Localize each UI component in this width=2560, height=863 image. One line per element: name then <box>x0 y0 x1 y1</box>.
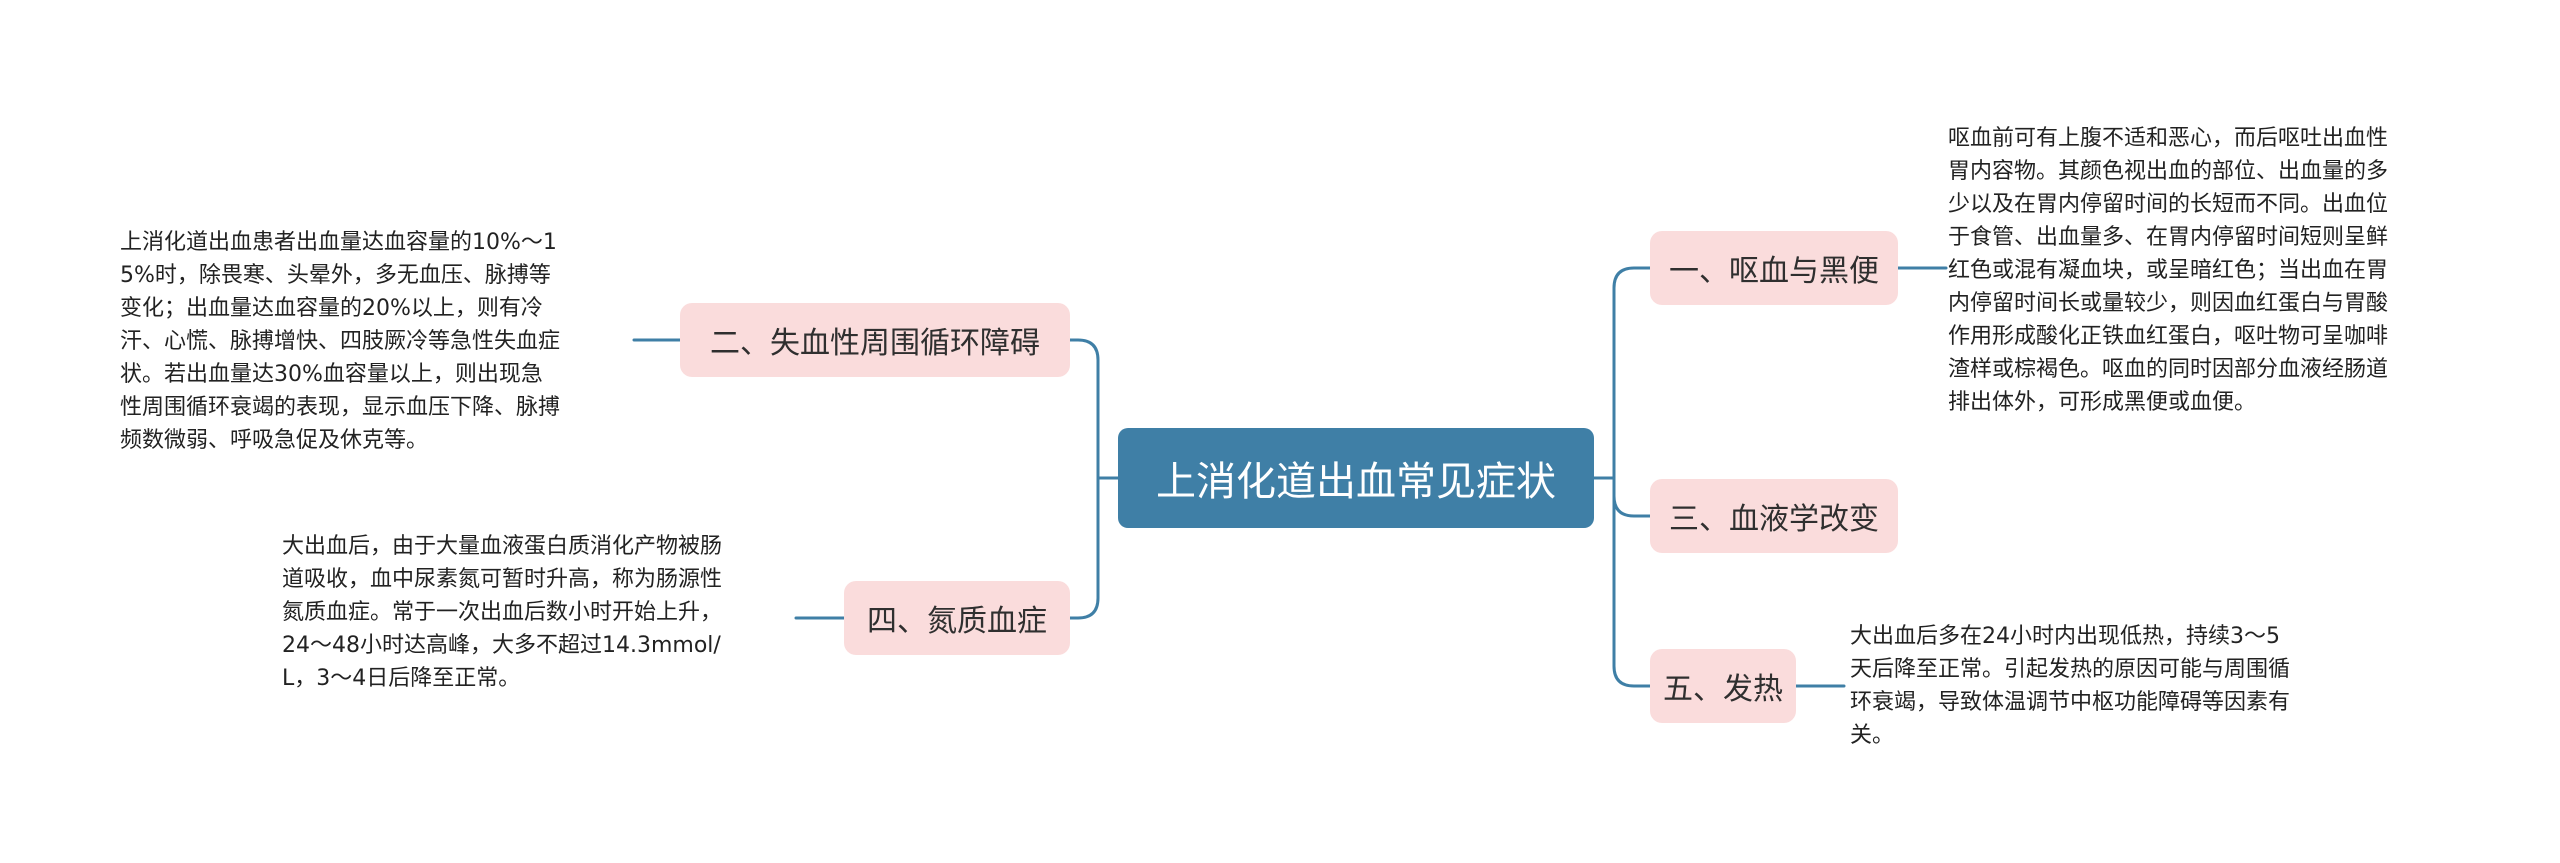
connector-to-b2 <box>1068 338 1100 480</box>
branch-circulatory-disorder[interactable]: 二、失血性周围循环障碍 <box>680 303 1070 377</box>
branch-azotemia[interactable]: 四、氮质血症 <box>844 581 1070 655</box>
branch-hematologic-changes[interactable]: 三、血液学改变 <box>1650 479 1898 553</box>
branch-fever[interactable]: 五、发热 <box>1650 649 1796 723</box>
note-hematemesis-melena: 呕血前可有上腹不适和恶心，而后呕吐出血性 胃内容物。其颜色视出血的部位、出血量的… <box>1948 126 2389 415</box>
note-circulatory-disorder: 上消化道出血患者出血量达血容量的10%～1 5%时，除畏寒、头晕外，多无血压、脉… <box>120 230 561 453</box>
note-azotemia: 大出血后，由于大量血液蛋白质消化产物被肠 道吸收，血中尿素氮可暂时升高，称为肠源… <box>282 534 723 691</box>
branch-hematemesis-melena[interactable]: 一、呕血与黑便 <box>1650 231 1898 305</box>
note-fever: 大出血后多在24小时内出现低热，持续3～5 天后降至正常。引起发热的原因可能与周… <box>1850 624 2291 748</box>
connector-to-b1 <box>1612 266 1652 480</box>
connector-to-b4 <box>1068 476 1100 620</box>
connector-to-b3 <box>1612 476 1652 518</box>
root-topic[interactable]: 上消化道出血常见症状 <box>1118 428 1594 528</box>
connector-to-b5 <box>1612 476 1652 688</box>
